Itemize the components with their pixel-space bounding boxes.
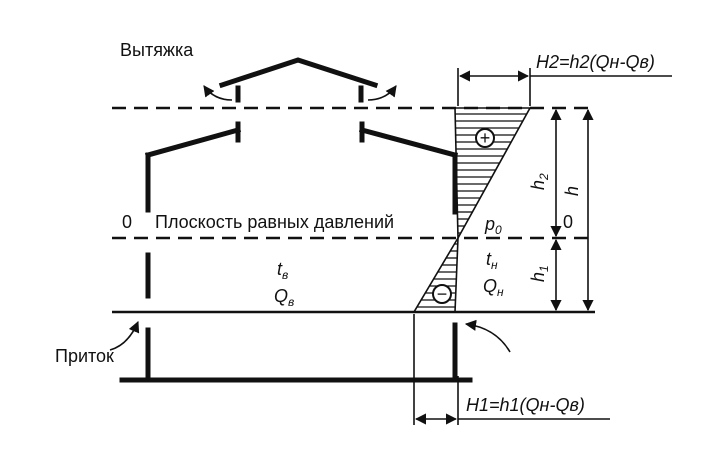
- plus-sign: +: [480, 128, 491, 148]
- building-lower-walls: [119, 252, 473, 383]
- t-outside-label: tн: [486, 249, 498, 272]
- minus-sign: −: [437, 284, 448, 304]
- dimension-H1: [413, 314, 610, 425]
- formula-H2: H2=h2(Qн-Qв): [536, 52, 655, 72]
- p0-label: p0: [484, 214, 502, 237]
- zero-right-label: 0: [563, 212, 573, 232]
- equal-pressure-plane-label: Плоскость равных давлений: [155, 212, 394, 232]
- pressure-diagram-upper: +: [454, 107, 532, 241]
- h2-label: h2: [528, 173, 551, 190]
- building-upper-walls: [144, 121, 459, 215]
- intake-arrow-left: [109, 320, 140, 351]
- roof-lantern: [218, 57, 379, 103]
- dimension-H2: [457, 68, 672, 106]
- exhaust-arrow-left: [203, 85, 233, 101]
- t-inside-label: tв: [277, 259, 288, 282]
- zero-left-label: 0: [122, 212, 132, 232]
- formula-H1: H1=h1(Qн-Qв): [466, 395, 585, 415]
- h1-label: h1: [528, 265, 551, 282]
- intake-arrow-right: [464, 319, 511, 353]
- pressure-diagram-lower: −: [412, 237, 459, 313]
- q-outside-label: Qн: [483, 276, 504, 299]
- q-inside-label: Qв: [274, 286, 294, 309]
- exhaust-arrow-right: [367, 85, 397, 101]
- intake-label: Приток: [55, 346, 114, 366]
- h-label: h: [562, 186, 582, 196]
- exhaust-label: Вытяжка: [120, 40, 194, 60]
